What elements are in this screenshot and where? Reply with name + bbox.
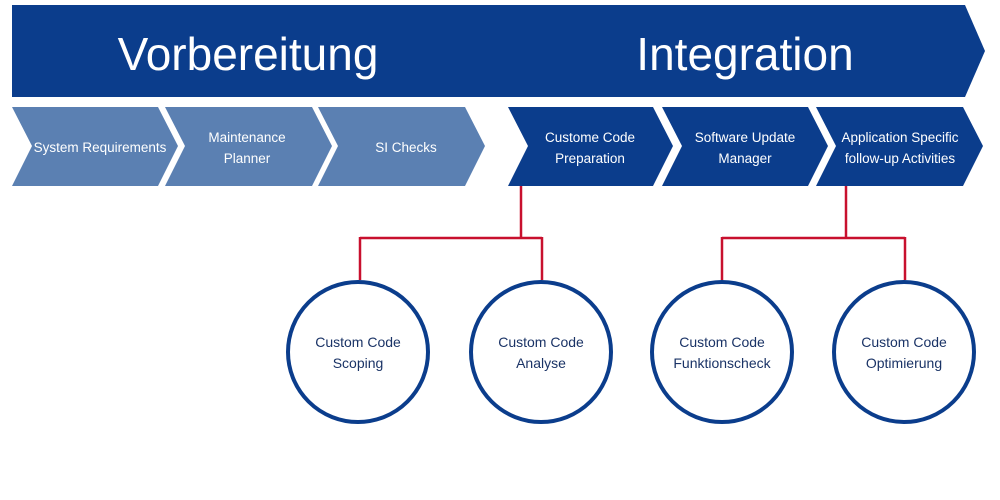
subtask-label: Custom Code — [679, 334, 765, 350]
connector-application-specific — [720, 186, 907, 280]
subtask-label: Custom Code — [315, 334, 401, 350]
subtask-label: Custom Code — [861, 334, 947, 350]
phase-banner — [12, 5, 985, 97]
step-chevron-software-update-manager — [662, 107, 828, 186]
subtask-label: Scoping — [333, 355, 384, 371]
step-label: Custome Code — [545, 130, 635, 145]
subtask-label: Analyse — [516, 355, 566, 371]
subtask-circle-scoping — [286, 280, 430, 424]
phase-label-vorbereitung: Vorbereitung — [118, 28, 379, 80]
subtask-circle-analyse — [469, 280, 613, 424]
step-label: Application Specific — [841, 130, 958, 145]
step-chevron-custome-code-preparation — [508, 107, 673, 186]
step-label: System Requirements — [34, 140, 167, 155]
step-chevron-maintenance-planner — [165, 107, 332, 186]
step-chevron-system-requirements — [12, 107, 178, 186]
subtask-label: Funktionscheck — [673, 355, 771, 371]
subtask-circle-optimierung — [832, 280, 976, 424]
step-label: Manager — [718, 151, 772, 166]
step-chevron-application-specific — [816, 107, 983, 186]
connector-preparation — [358, 186, 544, 280]
step-chevron-si-checks — [318, 107, 485, 186]
step-label: Software Update — [695, 130, 796, 145]
subtask-label: Custom Code — [498, 334, 584, 350]
step-label: follow-up Activities — [845, 151, 956, 166]
step-label: Preparation — [555, 151, 625, 166]
step-label: Planner — [224, 151, 271, 166]
subtask-circle-funktionscheck — [650, 280, 794, 424]
step-label: Maintenance — [208, 130, 285, 145]
step-label: SI Checks — [375, 140, 437, 155]
phase-label-integration: Integration — [636, 28, 853, 80]
subtask-label: Optimierung — [866, 355, 942, 371]
